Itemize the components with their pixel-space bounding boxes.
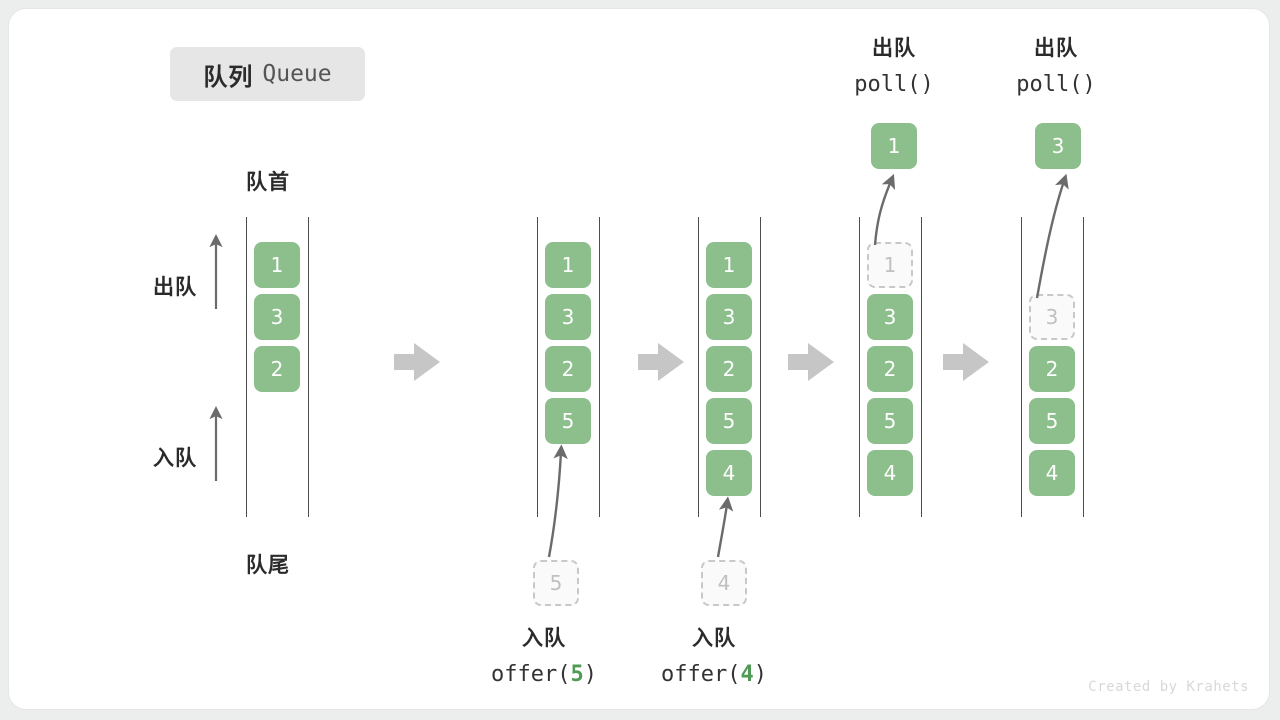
queue-cell: 2 [545,346,591,392]
queue-cell: 5 [545,398,591,444]
code-arg: 5 [570,662,584,687]
rail-col5-left [1021,217,1022,517]
rail-col3-right [760,217,761,517]
label-enqueue: 入队 [153,447,197,470]
step-arrow-4 [943,343,989,381]
queue-cell: 3 [254,294,300,340]
rail-col5-right [1083,217,1084,517]
code-prefix: offer( [491,662,571,687]
polled-cell: 1 [871,123,917,169]
operation-code: poll() [854,72,934,97]
offer-4-arrow [716,496,734,558]
rail-col2-right [599,217,600,517]
credit-text: Created by Krahets [1088,679,1249,695]
poll-2-arrow [1035,173,1069,299]
step-arrow-3 [788,343,834,381]
queue-cell: 5 [867,398,913,444]
step-arrow-1 [394,343,440,381]
dequeued-ghost-cell: 3 [1029,294,1075,340]
queue-cell: 4 [706,450,752,496]
connector-overlay [209,173,1069,558]
operation-offer-5: 入队 offer(5) [454,621,634,693]
queue-cell: 1 [545,242,591,288]
step-arrow-2 [638,343,684,381]
operation-code: offer(5) [454,657,634,693]
operation-poll-1: 出队 poll() [804,31,984,103]
queue-cell: 1 [706,242,752,288]
incoming-ghost-cell: 5 [533,560,579,606]
rail-col1-right [308,217,309,517]
code-suffix: ) [583,662,597,687]
title-english: Queue [262,61,332,87]
queue-cell: 3 [867,294,913,340]
polled-cell: 3 [1035,123,1081,169]
queue-cell: 4 [867,450,913,496]
title-badge: 队列 Queue [170,47,365,101]
queue-cell: 5 [706,398,752,444]
queue-cell: 3 [706,294,752,340]
rail-col3-left [698,217,699,517]
queue-cell: 4 [1029,450,1075,496]
dequeued-ghost-cell: 1 [867,242,913,288]
operation-poll-2: 出队 poll() [966,31,1146,103]
queue-cell: 2 [254,346,300,392]
queue-cell: 2 [706,346,752,392]
rail-col1-left [246,217,247,517]
queue-cell: 5 [1029,398,1075,444]
queue-cell: 2 [1029,346,1075,392]
operation-label-cn: 出队 [872,37,916,60]
rail-col2-left [537,217,538,517]
title-chinese: 队列 [203,63,254,91]
incoming-ghost-cell: 4 [701,560,747,606]
operation-label-cn: 入队 [522,627,566,650]
queue-cell: 3 [545,294,591,340]
operation-offer-4: 入队 offer(4) [624,621,804,693]
poll-1-arrow [873,173,896,246]
rail-col4-right [921,217,922,517]
operation-label-cn: 入队 [692,627,736,650]
code-arg: 4 [740,662,754,687]
code-prefix: offer( [661,662,741,687]
operation-label-cn: 出队 [1034,37,1078,60]
label-queue-tail: 队尾 [246,554,290,577]
operation-code: poll() [1016,72,1096,97]
offer-5-arrow [547,444,568,558]
code-suffix: ) [753,662,767,687]
queue-cell: 1 [254,242,300,288]
label-dequeue: 出队 [153,276,197,299]
rail-col4-left [859,217,860,517]
label-queue-head: 队首 [246,171,290,194]
diagram-card: 队列 Queue 队首 队尾 出队 入队 1 3 2 1 3 2 5 5 1 3… [8,8,1270,710]
queue-cell: 2 [867,346,913,392]
operation-code: offer(4) [624,657,804,693]
diagram-stage: 队列 Queue 队首 队尾 出队 入队 1 3 2 1 3 2 5 5 1 3… [9,9,1269,709]
